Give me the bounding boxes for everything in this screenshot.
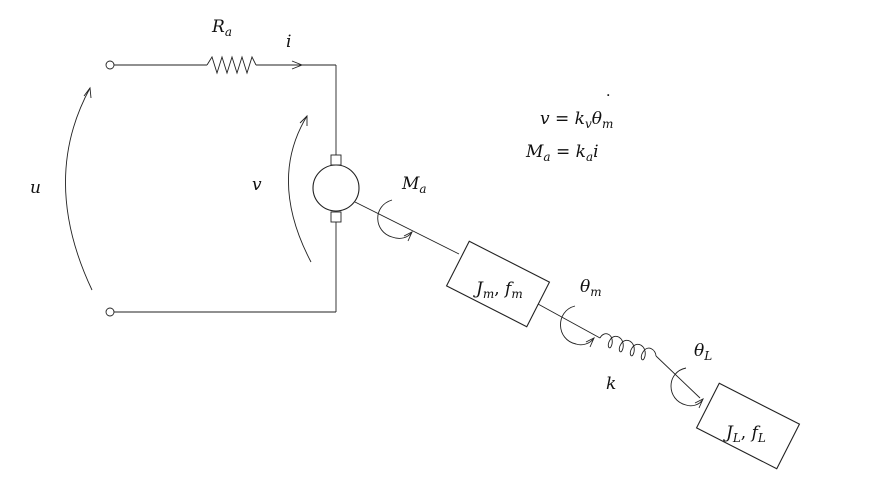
back-emf-label: v <box>252 175 262 195</box>
load-angle-label: θL <box>694 341 712 363</box>
theta-dot: ˙ <box>604 92 613 112</box>
input-voltage-label: u <box>30 178 41 198</box>
spring <box>599 333 657 361</box>
bottom-terminal <box>105 307 115 317</box>
motor-torque-label: Ma <box>401 174 427 196</box>
motor-block-label: Jm, fm <box>473 279 523 301</box>
current-arrow <box>272 60 304 70</box>
load-inertia-block <box>695 382 801 470</box>
back-emf-arrow <box>288 114 312 263</box>
motor <box>312 154 360 223</box>
load-block-label: JL, fL <box>723 423 766 445</box>
equation-torque: Ma = kai <box>525 142 599 164</box>
motor-angle-label: θm <box>580 277 602 299</box>
equation-back-emf: v = kvθm <box>540 109 613 131</box>
top-wire <box>114 55 337 155</box>
motor-torque-curl <box>377 199 413 242</box>
bottom-wire <box>114 222 337 313</box>
shaft-to-load <box>655 355 701 399</box>
resistor-label: Ra <box>211 17 232 39</box>
motor-shaft <box>354 201 460 255</box>
top-terminal <box>105 60 115 70</box>
current-label: i <box>286 32 291 52</box>
shaft-to-spring <box>537 303 601 339</box>
motor-angle-curl <box>560 305 595 348</box>
spring-label: k <box>606 374 616 394</box>
input-voltage-arrow <box>65 86 93 291</box>
load-angle-curl <box>670 367 704 409</box>
resistor <box>206 55 257 75</box>
